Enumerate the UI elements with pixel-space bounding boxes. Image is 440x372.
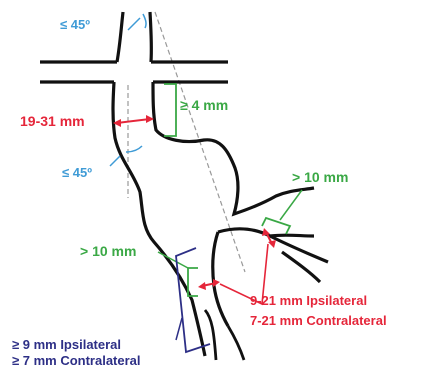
iliac-left-right-wall bbox=[213, 232, 228, 326]
angle-top-label: ≤ 45º bbox=[60, 18, 90, 32]
iliac-left-external-branch bbox=[228, 326, 244, 360]
access-vessel-leader bbox=[176, 318, 182, 340]
iliac-left-internal-branch bbox=[205, 310, 216, 360]
aorta-wall-upper-right bbox=[150, 12, 151, 62]
iliac-left-length-label: > 10 mm bbox=[80, 244, 136, 259]
neck-diameter-label: 19-31 mm bbox=[20, 114, 85, 129]
angle-top-leader bbox=[128, 18, 140, 30]
access-ipsilateral-label: ≥ 9 mm Ipsilateral bbox=[12, 338, 121, 352]
iliac-diameter-ipsilateral-label: 9-21 mm Ipsilateral bbox=[250, 294, 367, 308]
access-contralateral-label: ≥ 7 mm Contralateral bbox=[12, 354, 141, 368]
aorta-wall-left bbox=[113, 82, 205, 356]
iliac-left-diameter-arrowhead-right bbox=[213, 279, 220, 287]
angle-top-arc bbox=[143, 14, 146, 28]
aorta-wall-upper-left bbox=[117, 12, 123, 62]
aorta-wall-right bbox=[153, 82, 314, 214]
neck-diameter-line bbox=[117, 119, 150, 123]
angle-mid-label: ≤ 45º bbox=[62, 166, 92, 180]
neck-length-bracket bbox=[164, 84, 176, 136]
iliac-left-diameter-arrowhead-left bbox=[198, 282, 206, 290]
angle-mid-leader bbox=[110, 156, 120, 166]
iliac-diameter-contralateral-label: 7-21 mm Contralateral bbox=[250, 314, 387, 328]
neck-length-label: ≥ 4 mm bbox=[180, 98, 228, 113]
iliac-right-diameter-arrowhead-bottom bbox=[268, 240, 276, 248]
iliac-right-branch bbox=[270, 235, 314, 236]
iliac-right-length-label: > 10 mm bbox=[292, 170, 348, 185]
